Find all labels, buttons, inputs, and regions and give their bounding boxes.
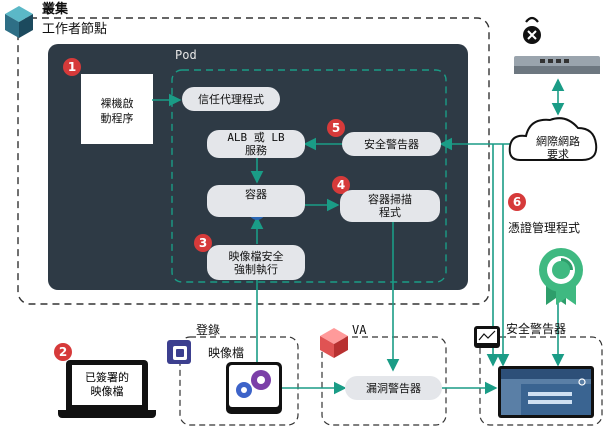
security-advisor-label: 安全警告器 xyxy=(506,322,567,336)
vuln-advisor-label: 漏洞警告器 xyxy=(366,381,421,395)
container-label: 容器 xyxy=(245,188,267,201)
cluster-cube-icon xyxy=(5,6,33,38)
security-alerter-node: 安全警告器 xyxy=(342,132,441,156)
vuln-advisor-node: 漏洞警告器 xyxy=(345,376,442,400)
monitor-icon xyxy=(474,326,500,348)
container-scanner-node: 容器掃描 程式 xyxy=(340,190,440,222)
trust-agent-label: 信任代理程式 xyxy=(198,92,264,106)
badge-5: 5 xyxy=(327,119,345,137)
image-enforcement-label: 映像檔安全 強制執行 xyxy=(228,249,284,276)
badge-3: 3 xyxy=(194,234,212,252)
network-request-label: 網際網路 要求 xyxy=(536,135,580,161)
signed-image-text: 已簽署的 映像檔 xyxy=(85,371,129,398)
cloud-icon xyxy=(508,117,598,161)
bare-metal-box xyxy=(81,74,153,144)
va-frame xyxy=(321,336,447,426)
security-advisor-frame xyxy=(479,336,603,426)
container-scanner-label: 容器掃描 程式 xyxy=(368,193,412,219)
blocked-icon xyxy=(523,16,541,44)
container-node: 容器 xyxy=(207,185,305,217)
image-label: 映像檔 xyxy=(208,346,245,360)
badge-6: 6 xyxy=(508,193,526,211)
gears-icon xyxy=(226,362,282,414)
alb-service-label: ALB 或 LB 服務 xyxy=(227,131,285,157)
registry-label: 登錄 xyxy=(196,323,221,337)
badge-4: 4 xyxy=(332,176,350,194)
alb-service-node: ALB 或 LB 服務 xyxy=(207,130,305,158)
trust-agent-node: 信任代理程式 xyxy=(182,87,280,111)
va-icon xyxy=(320,328,348,358)
worker-node-label: 工作者節點 xyxy=(42,22,108,37)
signed-image-label: 已簽署的 映像檔 xyxy=(72,365,142,405)
laptop-screen: 已簽署的 映像檔 xyxy=(66,360,148,410)
badge-1: 1 xyxy=(63,58,81,76)
browser-window-icon xyxy=(498,366,594,418)
certificate-ribbon-icon xyxy=(539,248,583,305)
cluster-title: 叢集 xyxy=(42,2,69,17)
va-label: VA xyxy=(352,323,367,337)
pod-title: Pod xyxy=(175,48,197,62)
registry-icon xyxy=(167,340,191,364)
badge-2: 2 xyxy=(54,343,72,361)
laptop-base xyxy=(58,410,156,418)
bare-metal-boot-label: 裸機啟 動程序 xyxy=(100,97,134,125)
pod-inner-frame xyxy=(171,69,447,283)
cert-manager-label: 憑證管理程式 xyxy=(508,221,581,235)
router-icon xyxy=(514,56,600,74)
registry-frame xyxy=(179,336,299,426)
security-alerter-label: 安全警告器 xyxy=(364,137,419,151)
image-enforcement-node: 映像檔安全 強制執行 xyxy=(207,245,305,280)
